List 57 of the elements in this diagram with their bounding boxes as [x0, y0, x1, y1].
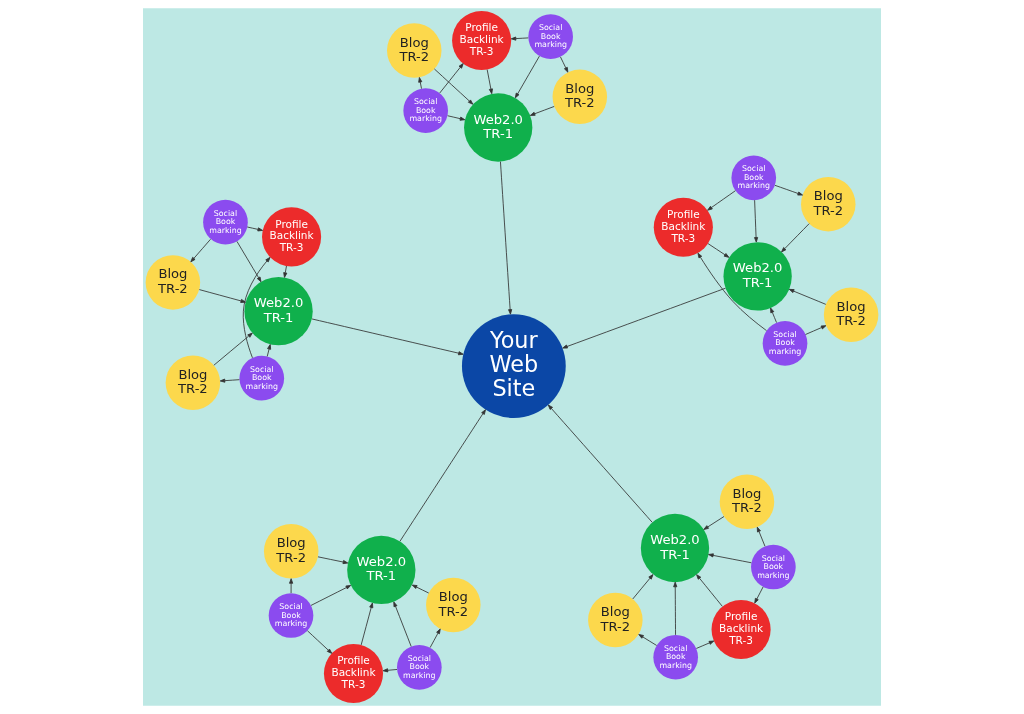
arrow: [399, 409, 486, 542]
arrow: [439, 63, 464, 94]
node-circle: Blog TR-2: [719, 474, 775, 529]
arrow: [213, 332, 253, 366]
arrow: [510, 36, 529, 41]
arrow: [514, 55, 540, 99]
arrow: [560, 56, 569, 73]
arrow: [708, 553, 752, 564]
arrow: [781, 223, 810, 253]
node-circle: Blog TR-2: [387, 23, 442, 78]
arrow: [429, 628, 441, 649]
node-circle: Blog TR-2: [165, 355, 221, 411]
arrow: [411, 584, 430, 594]
arrow: [382, 668, 398, 673]
arrow: [774, 184, 803, 196]
arrow: [754, 199, 759, 243]
arrow: [311, 318, 464, 356]
arrow: [695, 640, 715, 649]
arrow: [697, 252, 767, 331]
arrow: [703, 516, 725, 530]
arrow: [529, 106, 555, 116]
arrow: [219, 378, 240, 383]
arrow: [562, 287, 726, 349]
arrow: [547, 404, 653, 523]
arrow: [707, 243, 730, 258]
node-circle: Blog TR-2: [263, 524, 319, 579]
node-circle: Blog TR-2: [552, 69, 608, 125]
arrow: [242, 256, 271, 359]
arrow: [310, 585, 352, 606]
arrow: [754, 586, 764, 604]
arrow: [500, 161, 513, 315]
arrow: [289, 578, 294, 594]
arrow: [447, 115, 466, 121]
arrow: [266, 344, 272, 357]
arrow: [707, 190, 736, 211]
arrow: [246, 226, 263, 232]
arrow: [236, 241, 262, 283]
arrow: [805, 325, 827, 335]
arrow: [283, 265, 288, 278]
node-circle: Blog TR-2: [823, 287, 879, 342]
arrow: [638, 634, 658, 646]
arrow: [770, 307, 777, 323]
arrow: [307, 630, 333, 654]
arrow: [433, 68, 474, 105]
arrow: [756, 526, 766, 547]
arrow: [190, 238, 211, 263]
arrow: [696, 574, 723, 607]
arrow: [317, 556, 349, 565]
arrow: [486, 69, 493, 95]
arrow: [198, 289, 246, 303]
arrow: [788, 288, 827, 305]
arrow: [393, 601, 412, 647]
arrow: [673, 581, 678, 636]
arrow: [418, 77, 423, 90]
arrow: [632, 574, 654, 600]
arrow: [360, 602, 374, 646]
node-circle: Blog TR-2: [801, 176, 856, 232]
